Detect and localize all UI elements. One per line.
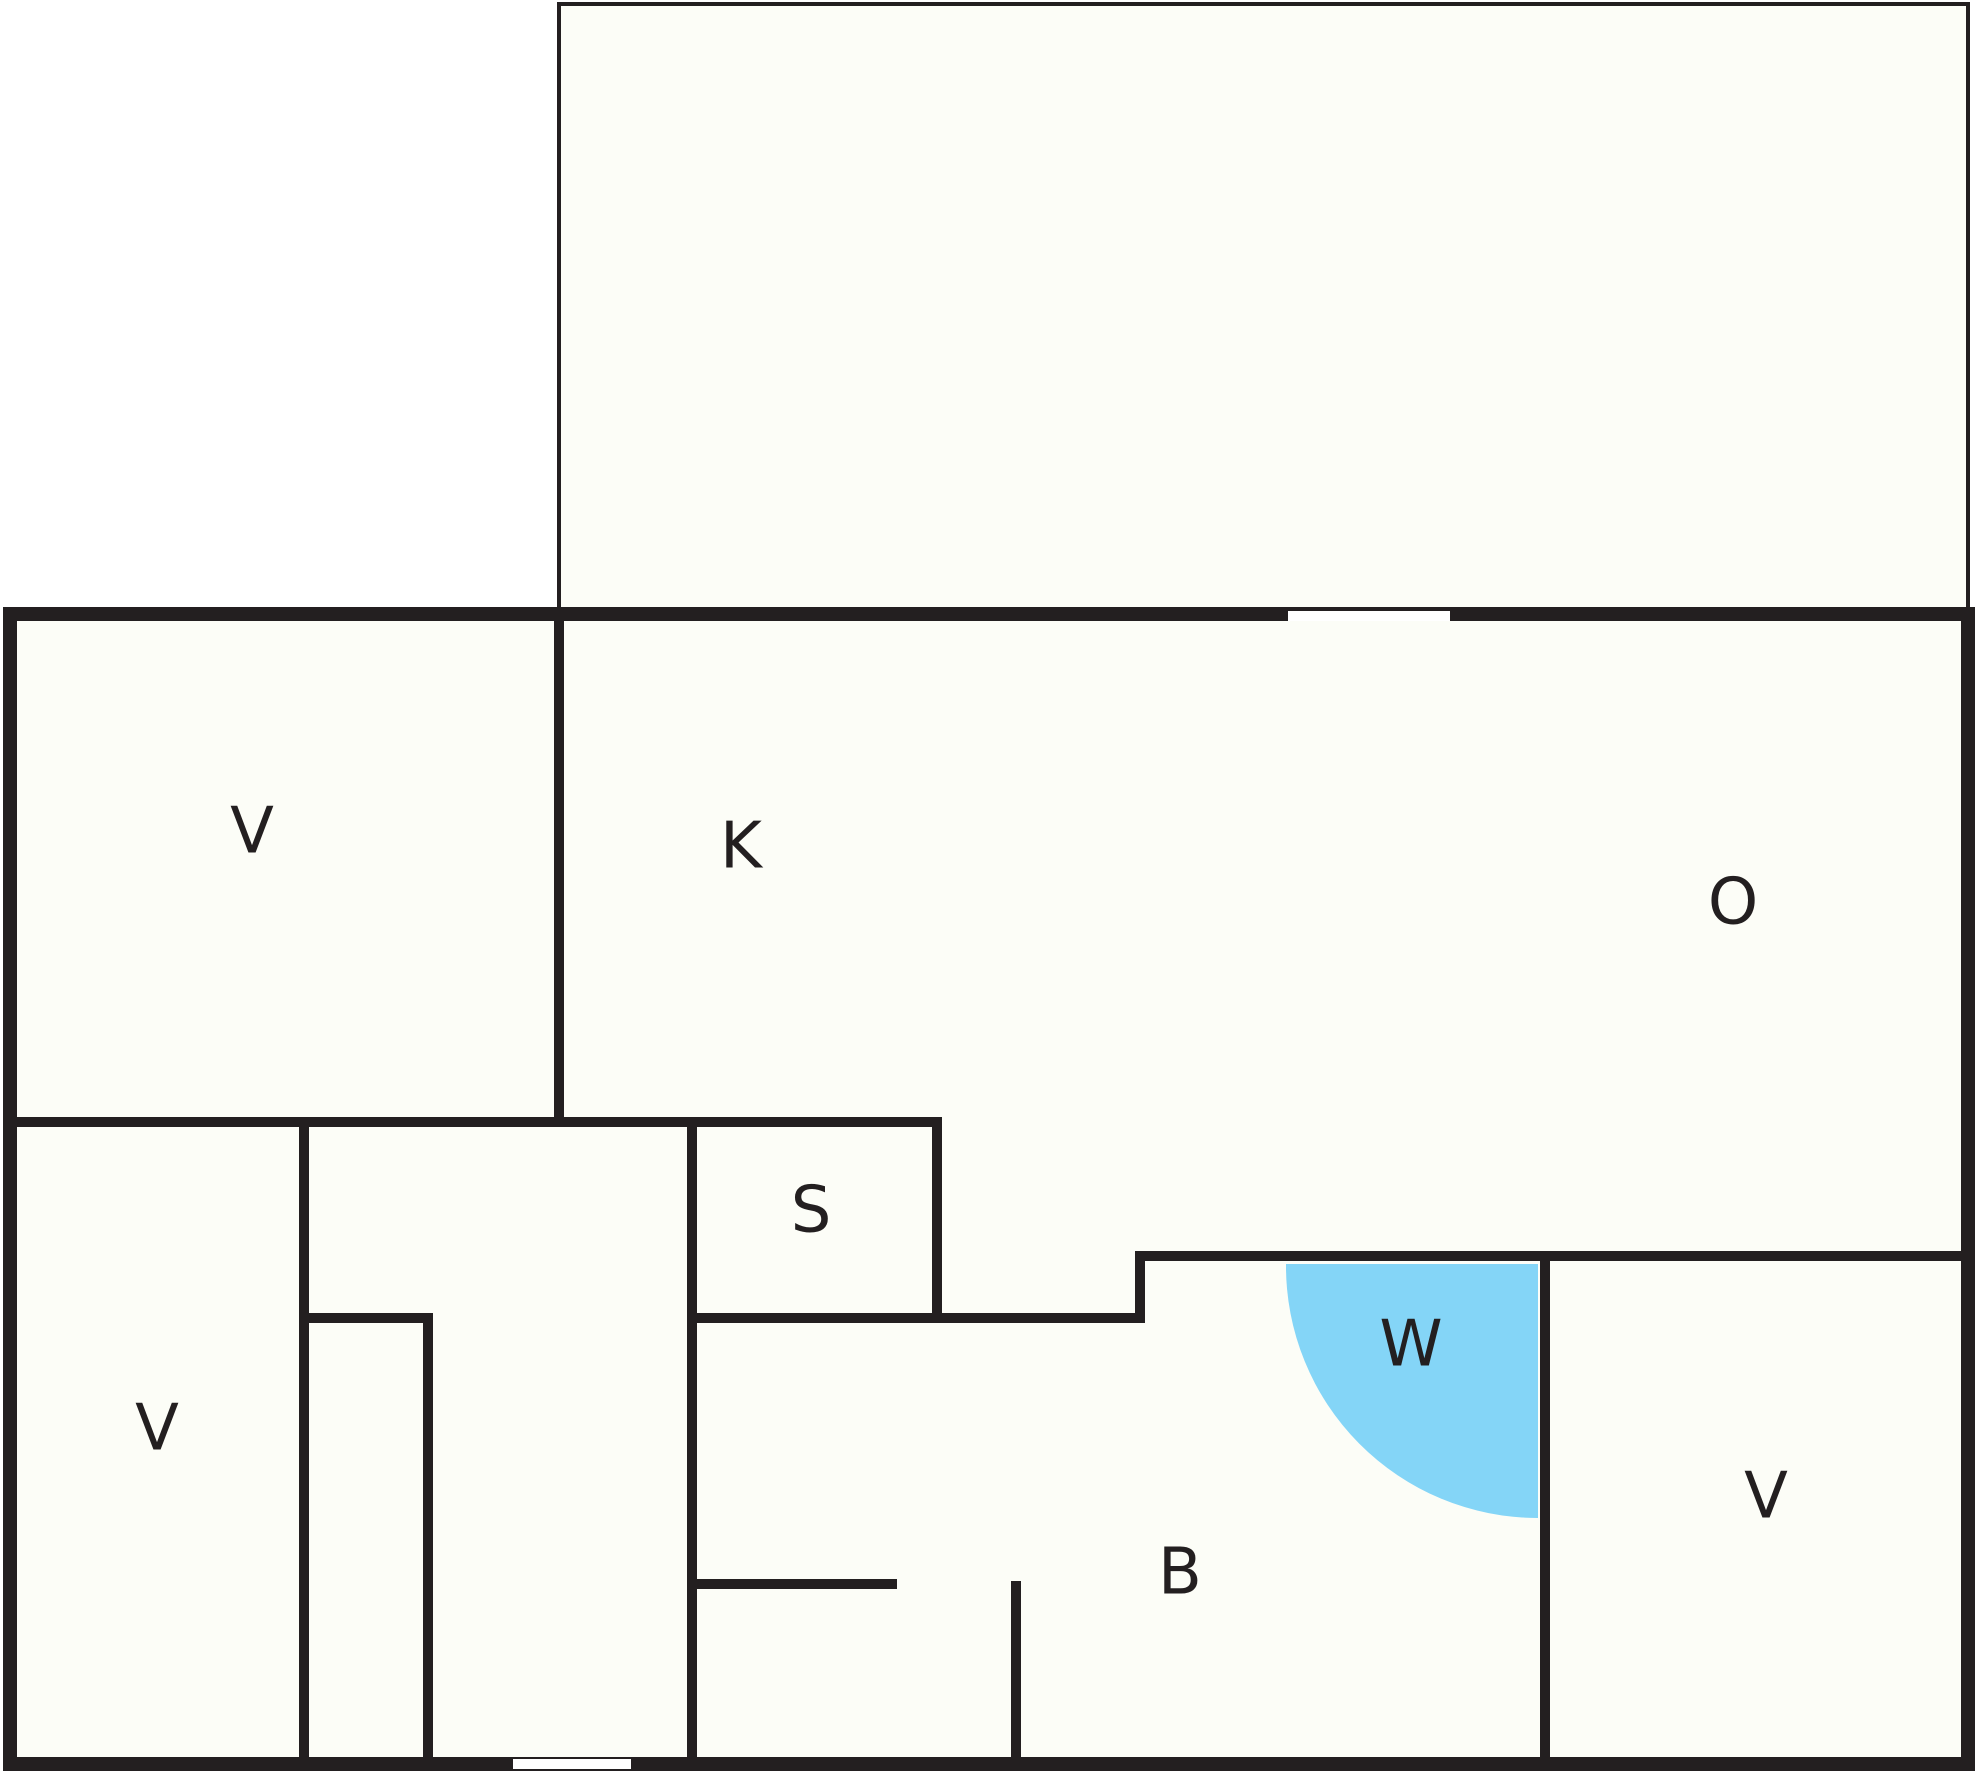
apartment-floor [10,613,1968,1766]
room-label-bottom-right: V [1744,1460,1788,1534]
room-label-kitchen: K [720,810,764,884]
entrance-door-opening [513,1759,631,1769]
balcony-floor [559,4,1969,613]
room-label-living: O [1708,866,1758,940]
wardrobe-area [1285,1264,1538,1519]
balcony-outline [557,2,1970,615]
balcony-door-opening [1288,611,1450,621]
interior-walls [5,609,1973,1769]
room-label-storage: S [791,1174,832,1248]
room-label-wardrobe: W [1379,1308,1442,1382]
room-label-top-left: V [230,795,274,869]
room-label-bottom-left: V [135,1392,179,1466]
room-label-bathroom: B [1158,1536,1202,1610]
exterior-wall [3,607,1975,1771]
